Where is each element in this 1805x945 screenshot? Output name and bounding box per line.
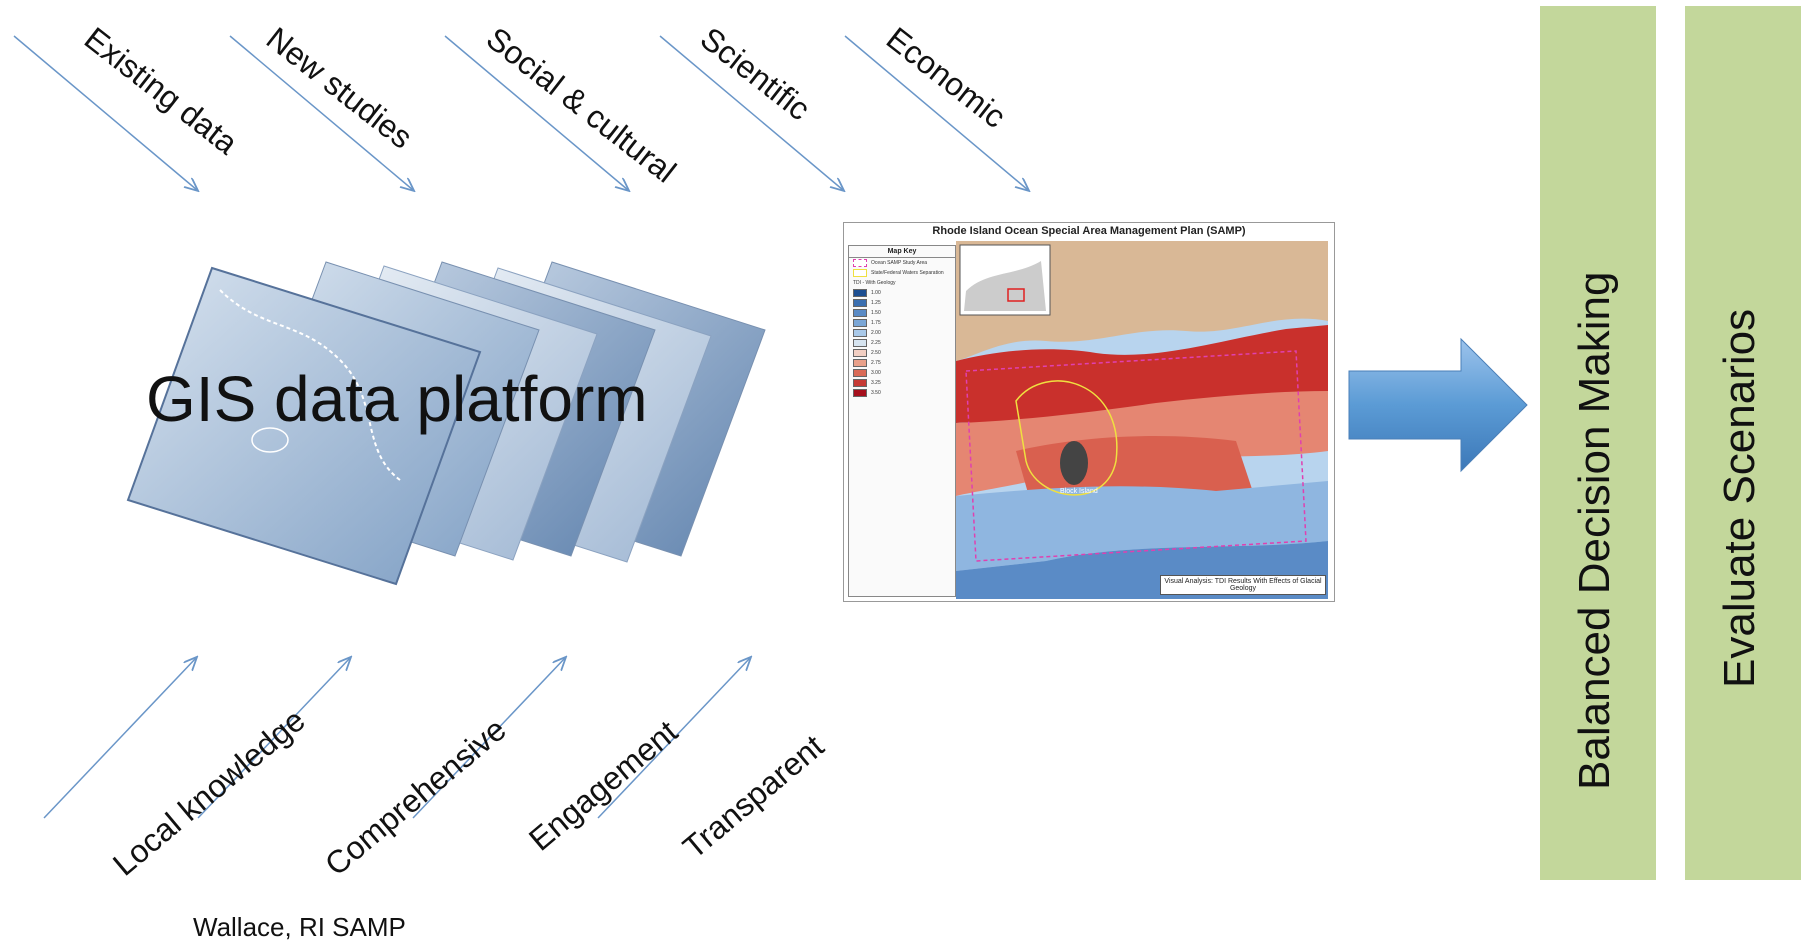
gis-layer-stack bbox=[126, 261, 766, 586]
legend-swatch bbox=[853, 319, 867, 327]
legend-row: 1.25 bbox=[849, 298, 955, 308]
map-key-section: TDI - With Geology bbox=[853, 280, 896, 286]
legend-value: 2.50 bbox=[871, 350, 881, 356]
map-title: Rhode Island Ocean Special Area Manageme… bbox=[932, 225, 1246, 237]
map-key-item: State/Federal Waters Separation bbox=[849, 268, 955, 278]
credit: Wallace, RI SAMP bbox=[193, 912, 406, 942]
gis-platform-title: GIS data platform bbox=[146, 363, 648, 435]
legend-value: 2.25 bbox=[871, 340, 881, 346]
map-key-item: Ocean SAMP Study Area bbox=[849, 258, 955, 268]
map-key-item-label: Ocean SAMP Study Area bbox=[871, 260, 928, 266]
legend-row: 2.75 bbox=[849, 358, 955, 368]
legend-swatch bbox=[853, 309, 867, 317]
boundary-swatch bbox=[853, 269, 867, 277]
legend-row: 1.00 bbox=[849, 288, 955, 298]
legend-row: 1.75 bbox=[849, 318, 955, 328]
legend-swatch bbox=[853, 389, 867, 397]
legend-value: 3.50 bbox=[871, 390, 881, 396]
study-area-swatch bbox=[853, 259, 867, 267]
legend-row: 1.50 bbox=[849, 308, 955, 318]
legend-value: 1.00 bbox=[871, 290, 881, 296]
arrow-economic bbox=[844, 35, 1028, 190]
legend-value: 1.75 bbox=[871, 320, 881, 326]
legend-value: 2.00 bbox=[871, 330, 881, 336]
legend-value: 3.00 bbox=[871, 370, 881, 376]
map-key-item-label: State/Federal Waters Separation bbox=[871, 270, 944, 276]
legend-swatch bbox=[853, 289, 867, 297]
output-label-evaluate-scenarios: Evaluate Scenarios bbox=[1715, 308, 1764, 688]
arrow-social-cultural bbox=[444, 35, 628, 190]
legend-swatch bbox=[853, 359, 867, 367]
map-canvas: Block Island bbox=[956, 241, 1328, 599]
legend-row: 3.25 bbox=[849, 378, 955, 388]
arrow-transparent bbox=[597, 658, 750, 819]
arrow-existing-data bbox=[13, 35, 197, 190]
legend-row: 2.50 bbox=[849, 348, 955, 358]
legend-row: 2.00 bbox=[849, 328, 955, 338]
map-analysis-label: Visual Analysis: TDI Results With Effect… bbox=[1160, 575, 1326, 595]
arrow-scientific bbox=[659, 35, 843, 190]
map-legend: 1.00 1.25 1.50 1.75 2.00 2.25 2.50 2.75 3.00 3.25… bbox=[849, 288, 955, 398]
output-bar-evaluate-scenarios bbox=[1685, 6, 1801, 880]
legend-swatch bbox=[853, 339, 867, 347]
output-bar-balanced-decision-making bbox=[1540, 6, 1656, 880]
legend-swatch bbox=[853, 329, 867, 337]
arrow-local-knowledge bbox=[43, 658, 196, 819]
legend-swatch bbox=[853, 349, 867, 357]
samp-map: Rhode Island Ocean Special Area Manageme… bbox=[843, 222, 1335, 602]
legend-row: 2.25 bbox=[849, 338, 955, 348]
legend-swatch bbox=[853, 379, 867, 387]
legend-value: 3.25 bbox=[871, 380, 881, 386]
map-place-label: Block Island bbox=[1060, 488, 1098, 495]
output-label-balanced-decision-making: Balanced Decision Making bbox=[1570, 271, 1619, 790]
arrow-comprehensive bbox=[197, 658, 350, 819]
legend-swatch bbox=[853, 299, 867, 307]
arrow-new-studies bbox=[229, 35, 413, 190]
legend-value: 1.25 bbox=[871, 300, 881, 306]
legend-row: 3.00 bbox=[849, 368, 955, 378]
map-key: Map Key Ocean SAMP Study Area State/Fede… bbox=[848, 245, 956, 597]
legend-value: 2.75 bbox=[871, 360, 881, 366]
legend-value: 1.50 bbox=[871, 310, 881, 316]
legend-swatch bbox=[853, 369, 867, 377]
output-arrow bbox=[1348, 337, 1528, 473]
legend-row: 3.50 bbox=[849, 388, 955, 398]
arrow-engagement bbox=[412, 658, 565, 819]
gis-layer-1 bbox=[126, 266, 482, 586]
map-key-title: Map Key bbox=[849, 246, 955, 258]
